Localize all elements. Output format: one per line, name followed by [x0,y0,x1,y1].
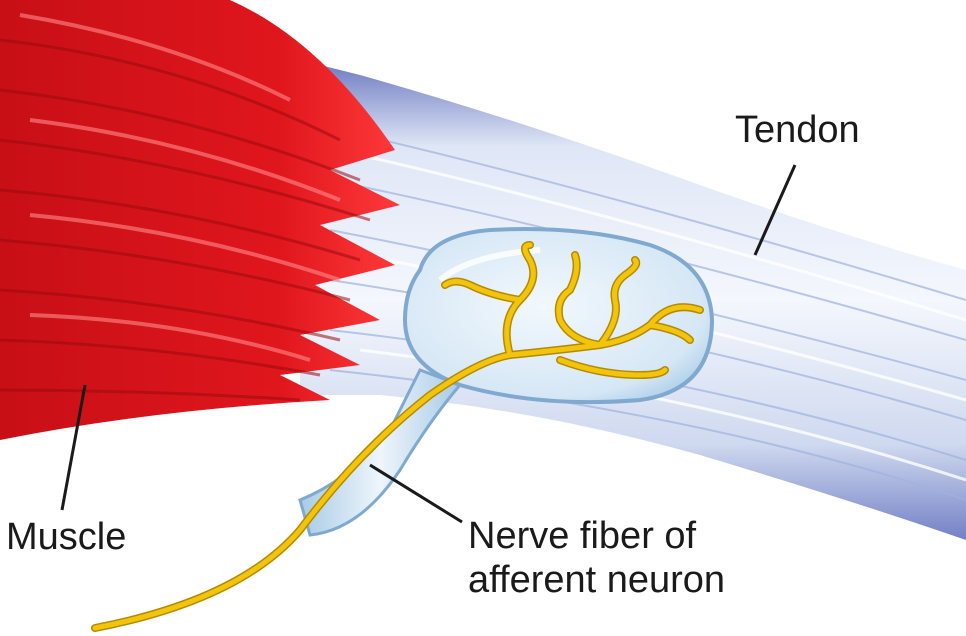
muscle-leader-line [60,384,87,511]
tendon-label: Tendon [735,109,860,151]
nerve-fiber-label-line1: Nerve fiber of [468,515,697,557]
nerve-fiber-label-line2: afferent neuron [468,559,726,601]
nerve-leader-line [369,463,463,524]
nerve-fiber [91,241,704,632]
leader-lines [60,164,797,524]
tendon-leader-line [753,164,797,256]
muscle [0,0,400,440]
muscle-label: Muscle [6,516,127,558]
nerve-fiber-label: Nerve fiber of afferent neuron [468,514,725,602]
